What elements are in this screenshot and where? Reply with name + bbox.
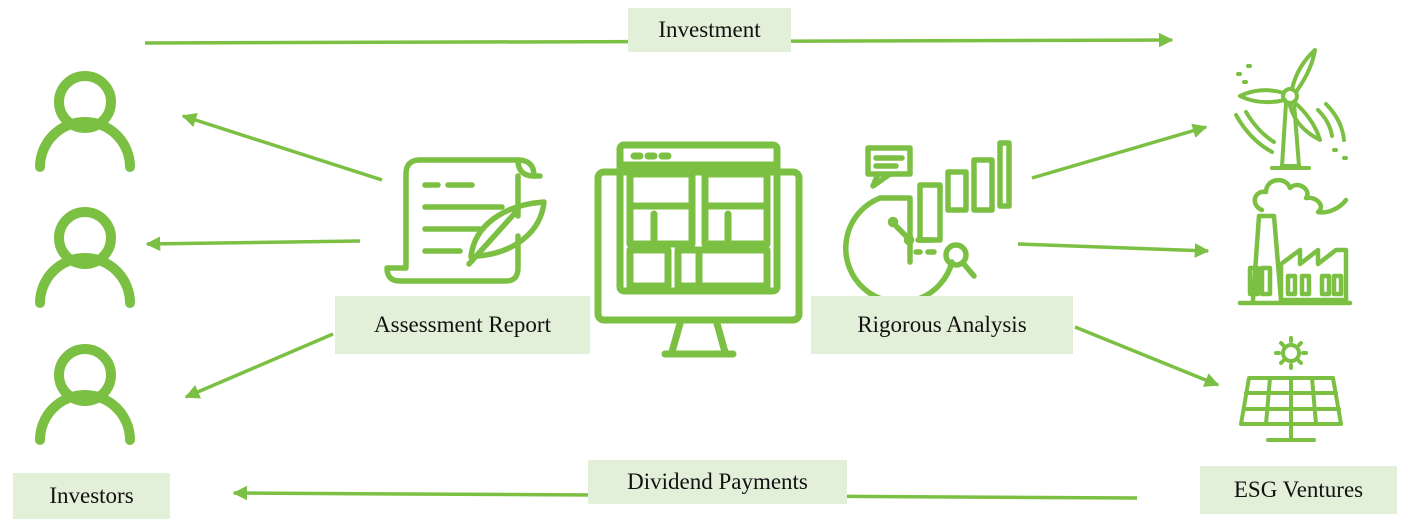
analysis-to-wind-arrow [1031,123,1208,180]
analysis-to-solar-arrow [1074,325,1220,387]
analysis-to-factory-arrow [1017,242,1210,258]
report-to-investor-2-arrow [145,236,361,252]
report-to-investor-3-arrow [184,332,334,399]
person-icon [35,344,135,445]
investors-label: Investors [13,473,170,519]
report-to-investor-1-arrow [181,113,383,182]
assessment-report-label: Assessment Report [335,296,590,354]
investment-label: Investment [628,8,791,52]
analytics-chart-icon [843,140,1012,305]
person-icon [35,71,135,172]
solar-panel-icon [1239,336,1343,442]
dividend-payments-label: Dividend Payments [588,460,847,504]
factory-icon [1237,178,1353,306]
person-icon [35,207,135,308]
computer-monitor-icon [594,141,803,358]
esg-ventures-label: ESG Ventures [1200,466,1397,514]
wind-turbine-icon [1234,48,1348,170]
document-quill-icon [384,157,547,284]
rigorous-analysis-label: Rigorous Analysis [811,296,1073,354]
